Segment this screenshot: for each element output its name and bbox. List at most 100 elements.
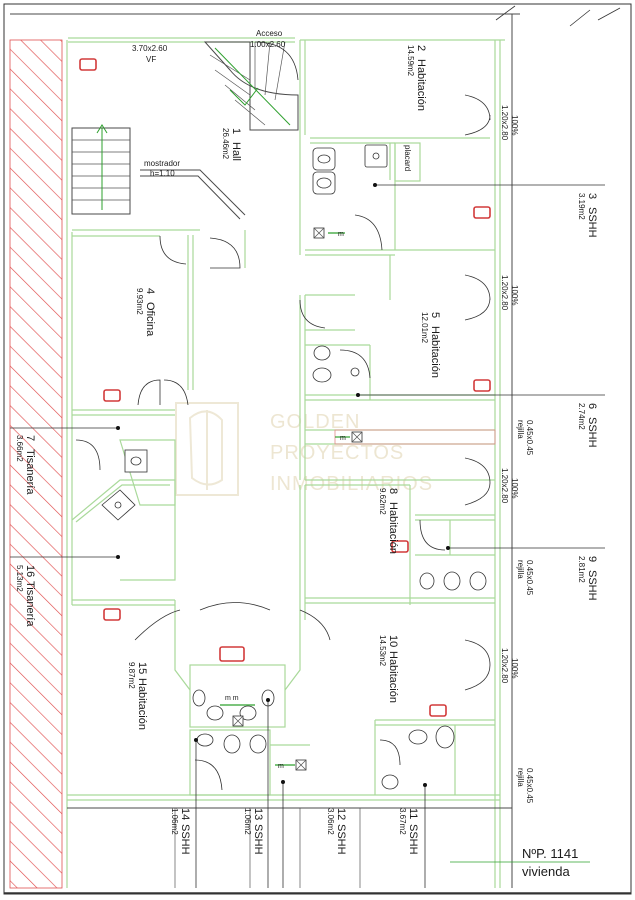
placard-label: placard (403, 145, 412, 171)
svg-text:2: 2 (415, 45, 427, 51)
svg-text:9.87m2: 9.87m2 (127, 662, 136, 689)
svg-text:SSHH: SSHH (586, 570, 598, 601)
room-16-label: 16 Tisanería 5.13m2 (15, 565, 36, 627)
svg-text:Tisanería: Tisanería (24, 581, 36, 627)
svg-text:1: 1 (230, 128, 242, 134)
svg-text:SSHH: SSHH (252, 824, 264, 855)
svg-text:5.13m2: 5.13m2 (15, 565, 24, 592)
watermark-line-2: PROYECTOS (270, 442, 404, 464)
svg-text:12: 12 (335, 808, 347, 820)
svg-text:9.93m2: 9.93m2 (135, 288, 144, 315)
hatched-exterior-strip (9, 39, 63, 889)
svg-text:rejilla: rejilla (516, 560, 525, 579)
svg-text:4: 4 (144, 288, 156, 294)
svg-text:0.45x0.45: 0.45x0.45 (525, 420, 534, 456)
svg-text:9: 9 (586, 556, 598, 562)
svg-text:rejilla: rejilla (516, 420, 525, 439)
corner-marks (495, 5, 621, 27)
acceso-size-label: 1.00x2.60 (250, 40, 286, 49)
window-b-label: 1.20x2.80 100% (500, 275, 519, 311)
vf-size-label: 3.70x2.60 (132, 44, 168, 53)
rejilla-c-label: 0.45x0.45 rejilla (516, 768, 534, 804)
svg-text:9.62m2: 9.62m2 (378, 488, 387, 515)
watermark-logo (175, 402, 239, 496)
svg-text:2.74m2: 2.74m2 (577, 403, 586, 430)
room-2-label: 2 Habitación 14.59m2 (406, 45, 427, 111)
window-d-label: 1.20x2.80 100% (500, 648, 519, 684)
svg-text:100%: 100% (510, 285, 519, 305)
svg-text:SSHH: SSHH (179, 824, 191, 855)
room-7-label: 7 Tisanería 3.66m2 (15, 435, 36, 495)
rejilla-a-label: 0.45x0.45 rejilla (516, 420, 534, 456)
svg-text:3.67m2: 3.67m2 (398, 808, 407, 835)
vf-label: VF (146, 55, 156, 64)
building-type: vivienda (522, 864, 570, 879)
electrical-outlets (79, 58, 491, 717)
room-5-label: 5 Habitación 12.01m2 (420, 312, 441, 378)
svg-text:100%: 100% (510, 658, 519, 678)
acceso-label: Acceso (256, 29, 283, 38)
staircase (71, 41, 299, 220)
svg-text:SSHH: SSHH (586, 417, 598, 448)
leader-dots (116, 183, 450, 787)
svg-text:SSHH: SSHH (407, 824, 419, 855)
svg-text:7: 7 (24, 435, 36, 441)
svg-text:rejilla: rejilla (516, 768, 525, 787)
room-3-label: 3 SSHH 3.19m2 (577, 193, 598, 238)
svg-text:100%: 100% (510, 115, 519, 135)
svg-text:13: 13 (252, 808, 264, 820)
watermark-line-1: GOLDEN (270, 411, 360, 433)
bathroom-fixtures: m m m m m (101, 144, 487, 790)
svg-text:m: m (278, 763, 284, 770)
svg-text:Tisanería: Tisanería (24, 449, 36, 495)
svg-text:14.53m2: 14.53m2 (378, 635, 387, 667)
svg-text:5: 5 (429, 312, 441, 318)
svg-text:12.01m2: 12.01m2 (420, 312, 429, 344)
svg-text:Habitación: Habitación (136, 678, 148, 730)
svg-text:26.46m2: 26.46m2 (221, 128, 230, 160)
rejilla-b-label: 0.45x0.45 rejilla (516, 560, 534, 596)
window-a-label: 1.20x2.80 100% (500, 105, 519, 141)
room-11-label: 11 SSHH 3.67m2 (398, 808, 419, 855)
svg-text:3: 3 (586, 193, 598, 199)
svg-text:SSHH: SSHH (586, 207, 598, 238)
svg-text:14.59m2: 14.59m2 (406, 45, 415, 77)
mostrador-height-label: h=1.10 (150, 169, 175, 178)
svg-text:8: 8 (387, 488, 399, 494)
room-4-label: 4 Oficina 9.93m2 (135, 288, 156, 337)
svg-text:3.66m2: 3.66m2 (15, 435, 24, 462)
room-8-label: 8 Habitación 9.62m2 (378, 488, 399, 554)
svg-text:SSHH: SSHH (335, 824, 347, 855)
watermark-line-3: INMOBILIARIOS (270, 473, 433, 495)
svg-text:11: 11 (407, 808, 419, 819)
mostrador-label: mostrador (144, 159, 180, 168)
svg-text:0.45x0.45: 0.45x0.45 (525, 560, 534, 596)
room-1-label: 1 Hall 26.46m2 (221, 128, 242, 161)
svg-text:100%: 100% (510, 478, 519, 498)
svg-text:1.20x2.80: 1.20x2.80 (500, 105, 509, 141)
window-c-label: 1.20x2.80 100% (500, 468, 519, 504)
svg-text:1.20x2.80: 1.20x2.80 (500, 648, 509, 684)
svg-text:1.06m2: 1.06m2 (170, 808, 179, 835)
svg-text:6: 6 (586, 403, 598, 409)
room-14-label: 14 SSHH 1.06m2 (170, 808, 191, 855)
svg-text:10: 10 (387, 635, 399, 647)
permit-number: NºP. 1141 (522, 846, 578, 861)
walls (10, 13, 520, 888)
leader-lines (10, 184, 605, 888)
svg-text:14: 14 (179, 808, 191, 820)
sheet-border (3, 3, 632, 895)
room-6-label: 6 SSHH 2.74m2 (577, 403, 598, 448)
svg-text:m: m (338, 231, 344, 238)
svg-text:Habitación: Habitación (429, 326, 441, 378)
room-15-label: 15 Habitación 9.87m2 (127, 662, 148, 730)
svg-text:Habitación: Habitación (387, 651, 399, 703)
room-9-label: 9 SSHH 2.81m2 (577, 556, 598, 601)
svg-text:3.19m2: 3.19m2 (577, 193, 586, 220)
svg-text:1.20x2.80: 1.20x2.80 (500, 275, 509, 311)
svg-text:2.81m2: 2.81m2 (577, 556, 586, 583)
svg-text:1.20x2.80: 1.20x2.80 (500, 468, 509, 504)
svg-text:m: m (340, 435, 346, 442)
svg-text:0.45x0.45: 0.45x0.45 (525, 768, 534, 804)
